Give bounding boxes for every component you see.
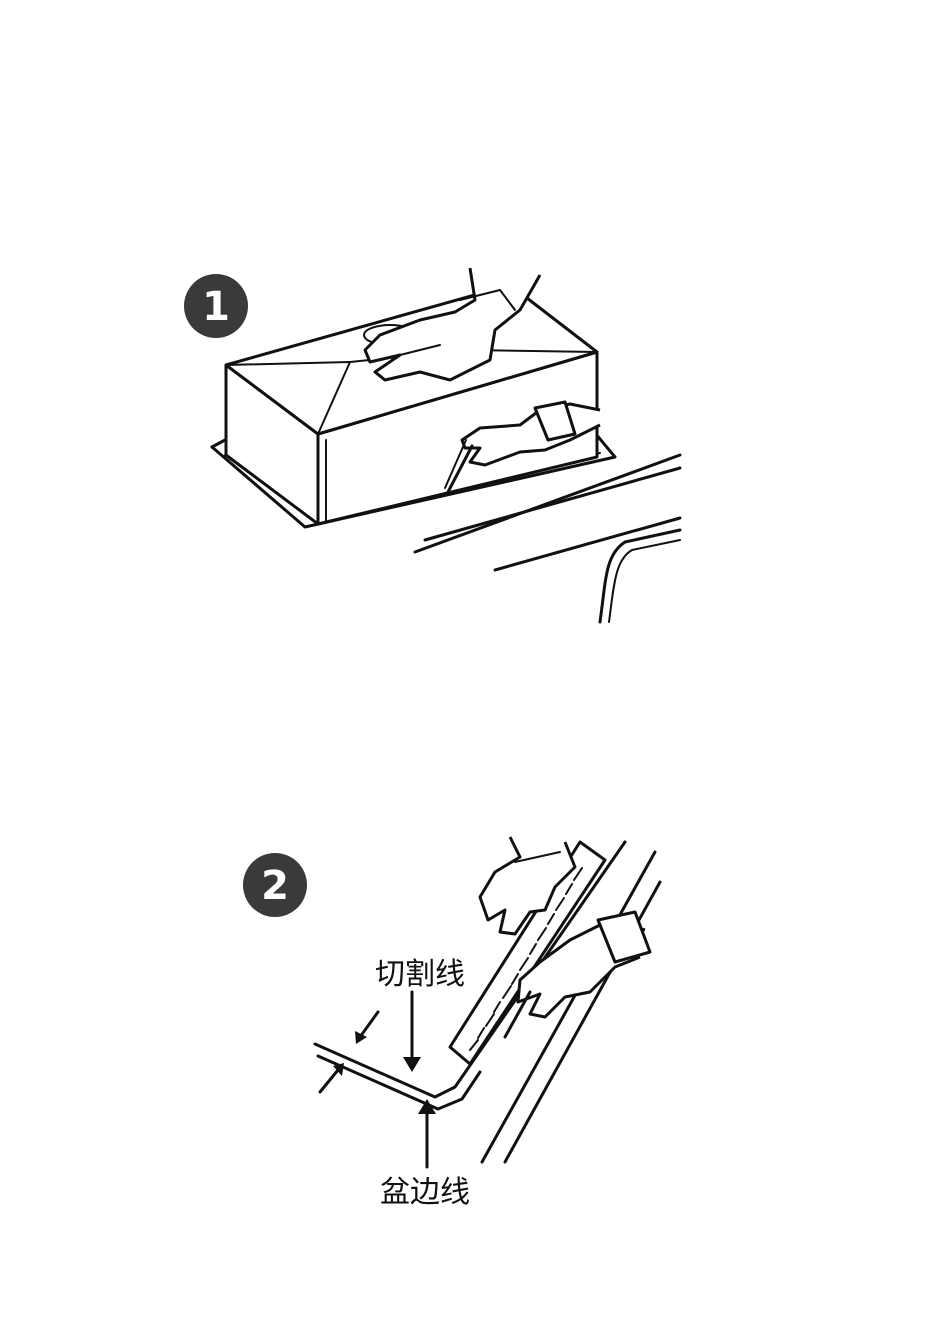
step-1-panel: 1 bbox=[0, 0, 934, 662]
step-2-panel: 2 bbox=[0, 662, 934, 1324]
step-2-illustration: 2 bbox=[0, 662, 934, 1324]
step-2-number: 2 bbox=[261, 863, 289, 909]
sink-flange-edge bbox=[212, 440, 225, 447]
cabinet-door-edge-inner bbox=[609, 540, 680, 622]
countertop-line-3 bbox=[495, 518, 680, 570]
arrow-icon bbox=[418, 1099, 436, 1167]
arrow-icon bbox=[355, 1012, 378, 1044]
cabinet-door-edge bbox=[600, 530, 680, 622]
step-1-illustration: 1 bbox=[0, 0, 934, 662]
basin-edge-line-label: 盆边线 bbox=[380, 1175, 470, 1210]
step-1-badge: 1 bbox=[184, 274, 248, 338]
cut-line-label: 切割线 bbox=[375, 957, 465, 992]
step-2-badge: 2 bbox=[243, 853, 307, 917]
step-1-number: 1 bbox=[202, 284, 230, 330]
arrow-icon bbox=[403, 992, 421, 1072]
arrow-icon bbox=[320, 1063, 344, 1092]
